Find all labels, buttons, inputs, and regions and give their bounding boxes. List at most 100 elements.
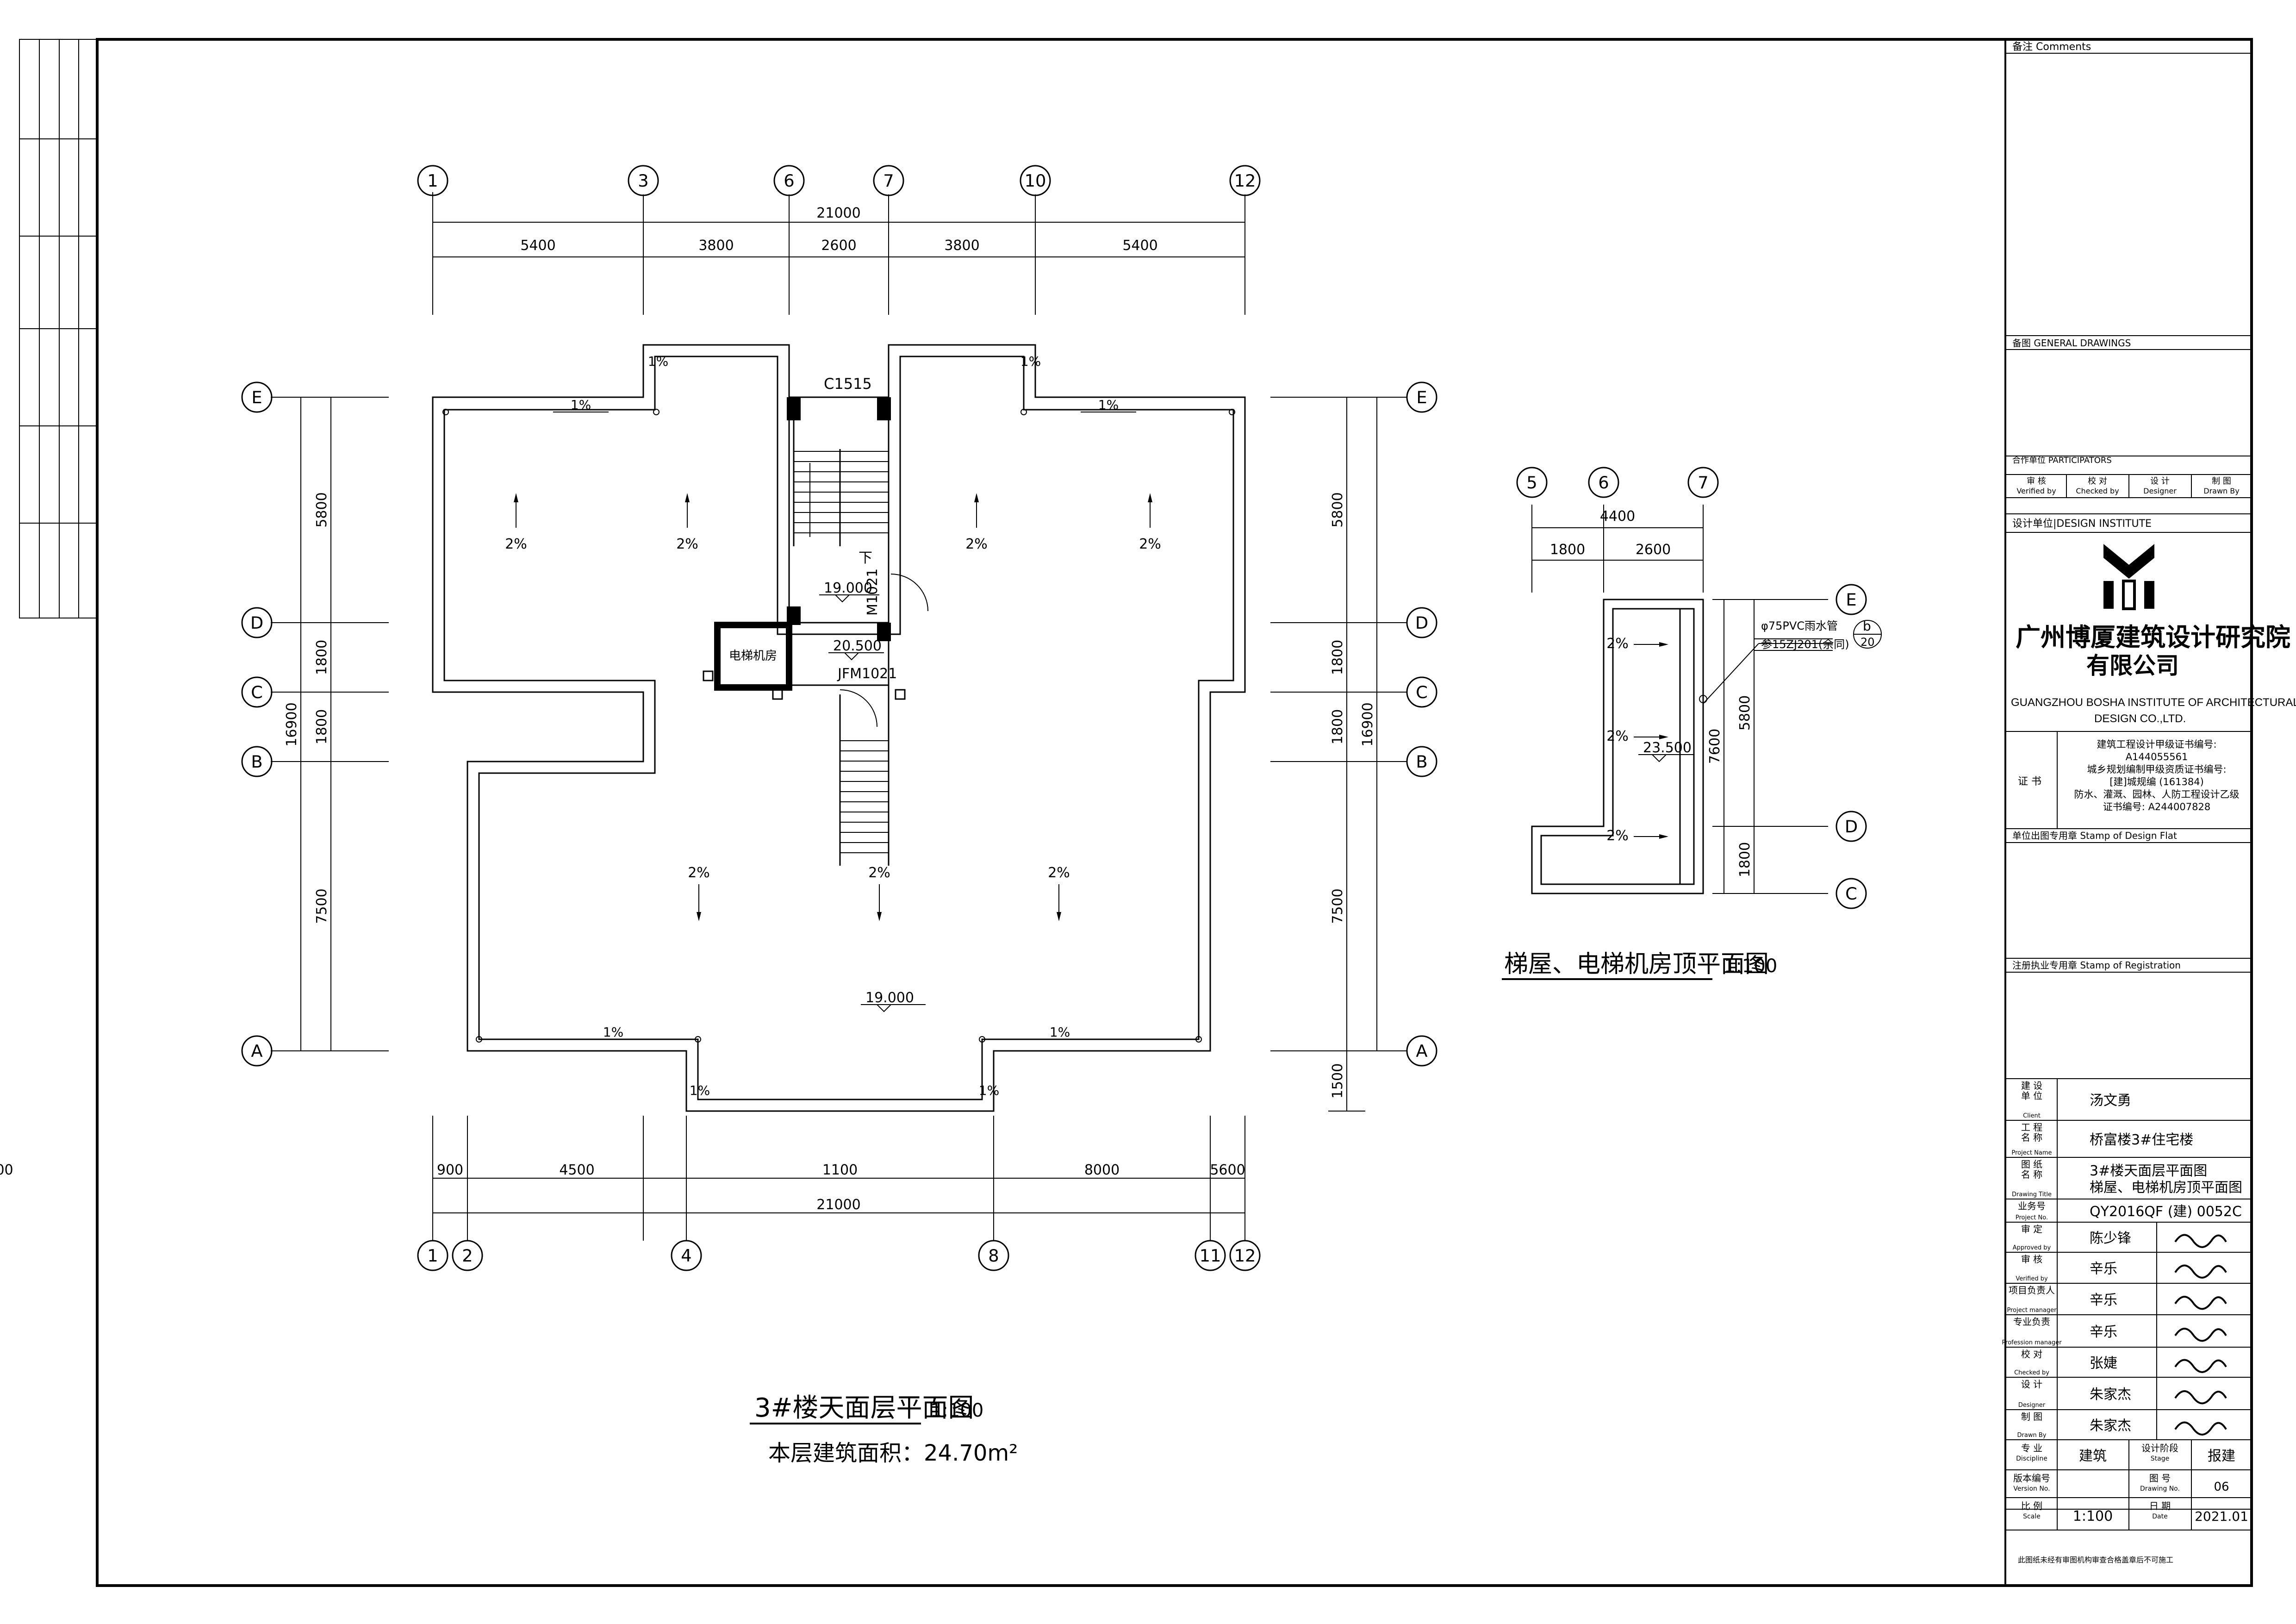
- dimension-text: 900: [0, 1162, 13, 1178]
- slope-arrow: 2%: [1048, 865, 1070, 921]
- footer-label-en: Discipline: [2016, 1455, 2047, 1462]
- role-label-cn: 校 对: [2088, 476, 2107, 486]
- row-label-en: Approved by: [2013, 1244, 2051, 1251]
- dimension-text: 1800: [314, 640, 330, 675]
- axis-bubble: C: [1836, 878, 1867, 909]
- window-label: C1515: [824, 375, 872, 393]
- axis-bubble: A: [1406, 1035, 1437, 1067]
- axis-bubble: 8: [978, 1240, 1009, 1271]
- axis-bubble: 7: [873, 165, 904, 196]
- axis-label: 7: [883, 171, 894, 191]
- row-label-en: Profession manager: [2002, 1339, 2062, 1346]
- company-name-cn: 广州博厦建筑设计研究院: [2016, 623, 2290, 652]
- footer-label-en: Version No.: [2013, 1485, 2050, 1493]
- row-label: 审 定: [2021, 1224, 2042, 1235]
- slope-arrow: 2%: [688, 865, 710, 921]
- footer-label-en: Scale: [2023, 1513, 2041, 1520]
- row-value: 朱家杰: [2090, 1387, 2131, 1403]
- dimension-text: 3800: [944, 237, 979, 254]
- axis-label: B: [251, 752, 262, 772]
- role-label-cn: 审 核: [2027, 476, 2046, 486]
- drawing-number: 06: [2214, 1480, 2229, 1494]
- axis-label: 4: [681, 1246, 691, 1266]
- roof-drain: [703, 670, 714, 681]
- row-value: 辛乐: [2090, 1292, 2117, 1308]
- axis-bubble: 2: [452, 1240, 483, 1271]
- row-label: 建 设: [2021, 1080, 2042, 1091]
- dimension-text: 900: [437, 1162, 463, 1178]
- signature: [2174, 1264, 2227, 1279]
- door-label-m1021: M1021: [865, 568, 881, 616]
- slope-label: 2%: [1048, 865, 1070, 881]
- roof-drain: [979, 1036, 985, 1043]
- general-drawings-label: 备图 GENERAL DRAWINGS: [2012, 337, 2131, 349]
- row-label: 名 称: [2021, 1169, 2042, 1180]
- stamp-registration-label: 注册执业专用章 Stamp of Registration: [2012, 960, 2181, 971]
- axis-label: 3: [638, 171, 648, 191]
- slope-arrow: 1%: [1032, 1024, 1088, 1040]
- row-label-en: Project No.: [2016, 1214, 2048, 1221]
- slope-arrow: 1%: [979, 1083, 999, 1098]
- footer-label: 版本编号: [2013, 1473, 2050, 1484]
- slope-arrow: 2%: [1139, 493, 1161, 552]
- row-label-en: Verified by: [2016, 1275, 2048, 1282]
- footer-label: 专 业: [2021, 1443, 2042, 1454]
- column: [787, 397, 801, 420]
- area-note: 本层建筑面积：24.70m²: [768, 1440, 1018, 1466]
- detail-callout-top: b: [1863, 618, 1871, 634]
- axis-label: D: [1415, 613, 1428, 633]
- signature: [2174, 1296, 2227, 1310]
- axis-label: C: [251, 682, 263, 702]
- dimension-text: 7500: [1330, 888, 1346, 924]
- slope-label: 2%: [688, 865, 710, 881]
- axis-label: 1: [427, 1246, 438, 1266]
- axis-bubble: E: [1836, 584, 1867, 615]
- row-label-en: Drawn By: [2017, 1432, 2047, 1439]
- signature: [2174, 1359, 2227, 1373]
- drain-note: 参15ZJ201(余同): [1761, 638, 1849, 651]
- elevation-label: 19.000: [824, 580, 872, 596]
- participators-label: 合作单位 PARTICIPATORS: [2012, 456, 2112, 465]
- axis-bubble: 11: [1195, 1240, 1226, 1271]
- certificate-line: 城乡规划编制甲级资质证书编号:: [2087, 764, 2226, 775]
- row-label: 设 计: [2021, 1379, 2042, 1390]
- door-label-jfm1021: JFM1021: [837, 666, 897, 682]
- elevation-label: 19.000: [865, 990, 914, 1006]
- axis-label: A: [1416, 1041, 1427, 1061]
- row-label: 校 对: [2021, 1349, 2042, 1360]
- slope-arrow: 2%: [1606, 828, 1668, 844]
- row-label-en: Checked by: [2014, 1369, 2049, 1376]
- axis-bubble: 3: [628, 165, 659, 196]
- stair-upper: [794, 451, 889, 537]
- row-value: 梯屋、电梯机房顶平面图: [2090, 1180, 2242, 1196]
- slope-label: 1%: [603, 1024, 623, 1040]
- dimension-text: 3800: [698, 237, 734, 254]
- row-label: 制 图: [2021, 1411, 2042, 1422]
- stair-lower: [840, 740, 889, 853]
- slope-label: 2%: [868, 865, 890, 881]
- row-label: 项目负责人: [2009, 1285, 2055, 1296]
- slope-arrow: 1%: [585, 1024, 641, 1040]
- axis-bubble: 4: [671, 1240, 702, 1271]
- axis-bubble: A: [241, 1035, 273, 1067]
- axis-bubble: 5: [1516, 467, 1548, 498]
- footer-label: 图 号: [2149, 1473, 2171, 1484]
- axis-label: 11: [1200, 1246, 1221, 1266]
- axis-label: 6: [784, 171, 794, 191]
- slope-arrow: 1%: [690, 1083, 710, 1098]
- footer-label: 设计阶段: [2141, 1443, 2178, 1454]
- role-label-en: Drawn By: [2203, 487, 2239, 495]
- room-label: 电梯机房: [729, 649, 777, 663]
- drain-note: φ75PVC雨水管: [1761, 619, 1838, 632]
- plan-scale: 1:100: [1724, 956, 1777, 977]
- slope-label: 1%: [1098, 397, 1119, 412]
- slope-label: 2%: [965, 536, 988, 552]
- row-label: 单 位: [2021, 1090, 2042, 1101]
